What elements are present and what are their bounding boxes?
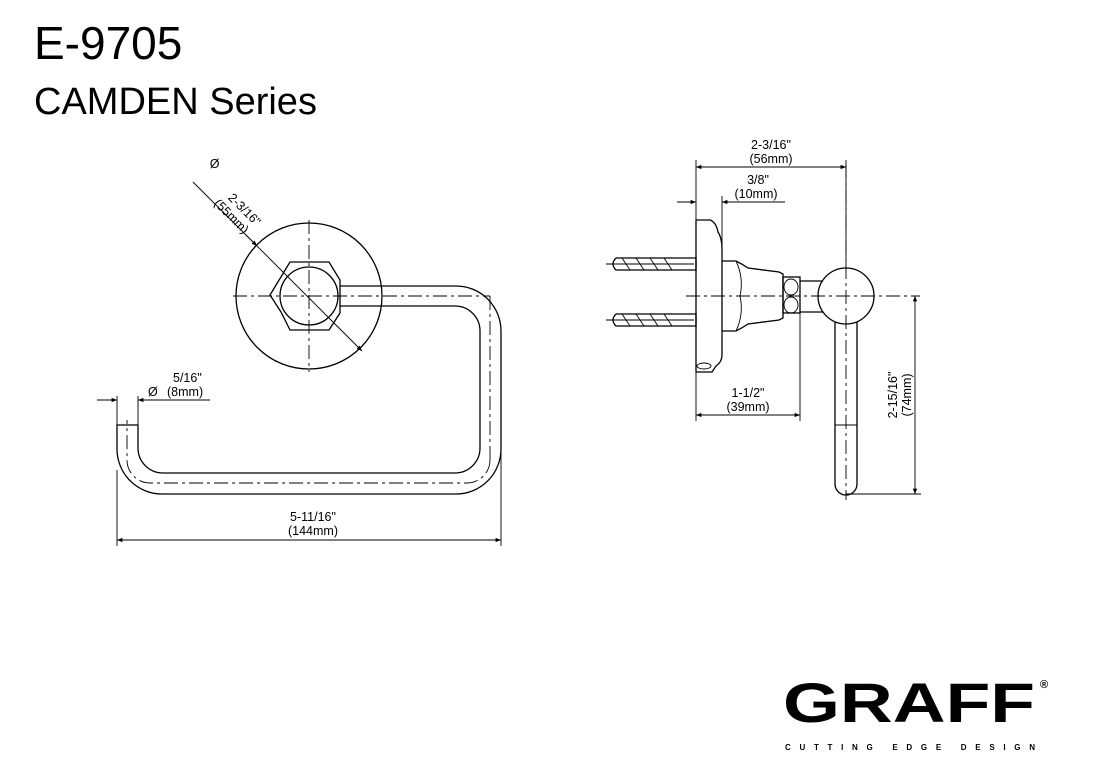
plate-diameter-label: Ø 2-3/16" (55mm) (210, 157, 264, 237)
rod-diameter-metric: (8mm) (167, 385, 203, 399)
overall-width-imperial: 5-11/16" (290, 510, 336, 524)
post-projection-metric: (39mm) (726, 400, 769, 414)
ring-drop-metric: (74mm) (900, 373, 914, 416)
projection-imperial: 2-3/16" (751, 138, 791, 152)
series-name: CAMDEN Series (34, 81, 317, 123)
model-number: E-9705 (34, 17, 183, 69)
plate-diameter-symbol: Ø (210, 157, 220, 171)
projection-metric: (56mm) (749, 152, 792, 166)
plate-diameter-dimension-line (192, 181, 363, 352)
hex-nut (269, 261, 341, 331)
graff-logo: GRAFF ® CUTTING EDGE DESIGN (783, 671, 1048, 752)
post-projection-imperial: 1-1/2" (732, 386, 765, 400)
towel-ring (116, 285, 502, 495)
rod-diameter-imperial: 5/16" (173, 371, 202, 385)
plate-thickness-metric: (10mm) (734, 187, 777, 201)
front-view: Ø 2-3/16" (55mm) 5/16" Ø (8mm) 5-11/16" … (97, 157, 502, 546)
brand-tagline: CUTTING EDGE DESIGN (785, 743, 1035, 752)
ring-drop-imperial: 2-15/16" (886, 372, 900, 419)
overall-width-metric: (144mm) (288, 524, 338, 538)
wall-anchor-lower (606, 313, 697, 327)
brand-name: GRAFF (783, 671, 1035, 734)
ring-centerline (126, 295, 491, 484)
plate-thickness-imperial: 3/8" (747, 173, 769, 187)
rod-diameter-symbol: Ø (148, 385, 158, 399)
registered-mark: ® (1040, 679, 1048, 691)
neck (800, 280, 823, 313)
wall-anchor-upper (606, 257, 697, 271)
side-view: 2-3/16" (56mm) 3/8" (10mm) 1-1/2" (39mm)… (606, 138, 921, 500)
